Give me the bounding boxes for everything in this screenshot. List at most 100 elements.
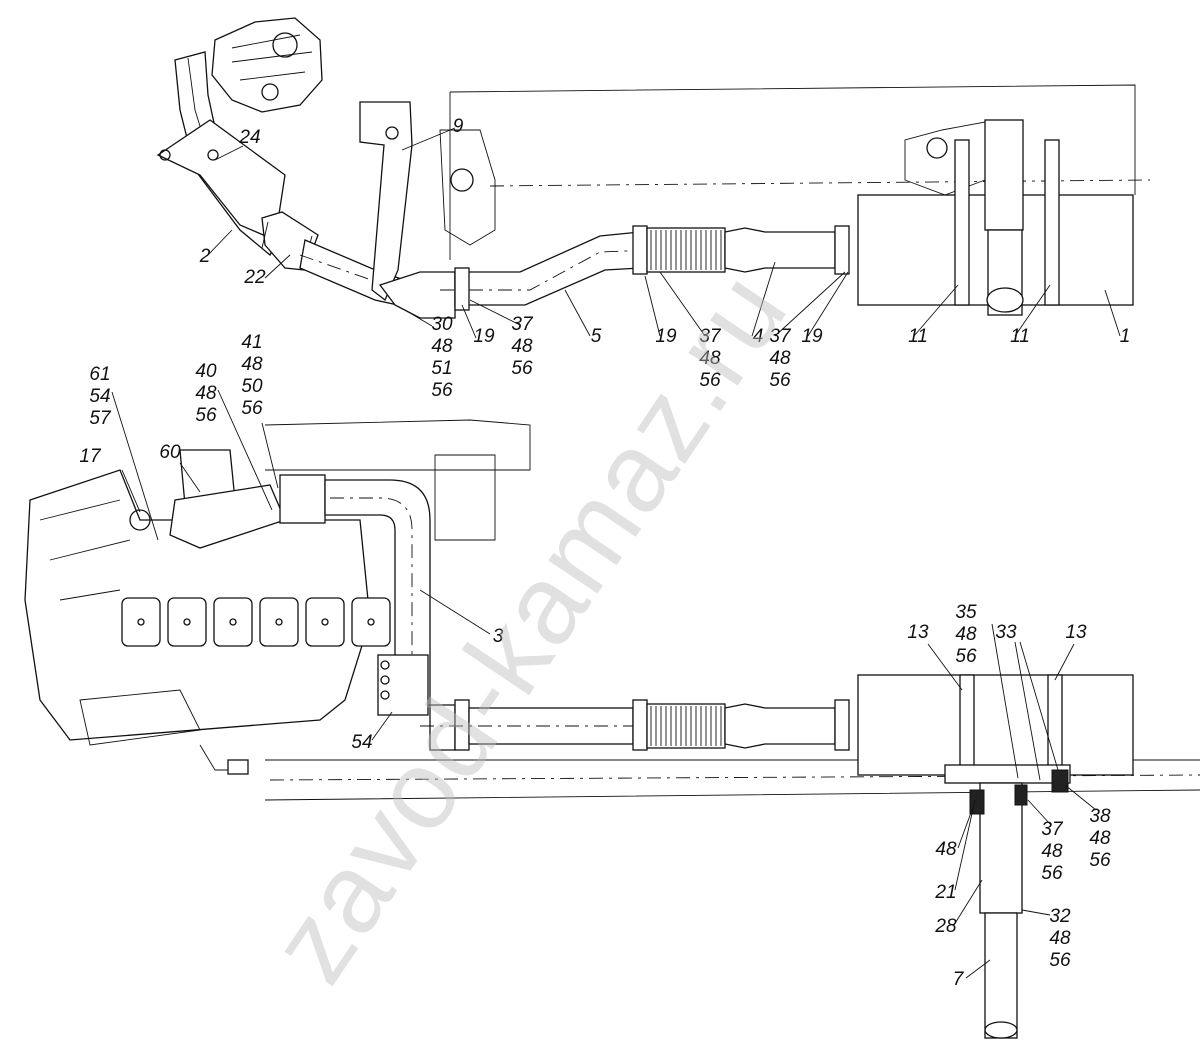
callout-line: 56 bbox=[241, 398, 263, 419]
callout-line: 37 bbox=[511, 314, 534, 335]
callout-line: 48 bbox=[1049, 928, 1071, 949]
muffler-lower bbox=[857, 674, 1134, 1039]
cylinder-bolt bbox=[229, 618, 237, 626]
callout-line: 21 bbox=[934, 882, 956, 903]
callout-c19b: 19 bbox=[655, 326, 677, 347]
leader-line bbox=[404, 309, 433, 327]
callout-line: 48 bbox=[241, 354, 263, 375]
callout-line: 9 bbox=[453, 116, 464, 137]
leader-line bbox=[371, 711, 393, 741]
leader-line bbox=[927, 643, 963, 691]
leader-line bbox=[965, 959, 991, 979]
leader-line bbox=[469, 299, 521, 326]
leader-line bbox=[264, 254, 291, 279]
callout-line: 48 bbox=[431, 336, 453, 357]
callout-line: 48 bbox=[955, 624, 977, 645]
callout-line: 48 bbox=[769, 348, 791, 369]
pipe-5 bbox=[440, 225, 651, 311]
callout-line: 54 bbox=[89, 386, 110, 407]
callout-line: 13 bbox=[1065, 622, 1087, 643]
callout-c17: 17 bbox=[79, 446, 102, 467]
callout-c7: 7 bbox=[953, 969, 965, 990]
callout-line: 24 bbox=[238, 127, 260, 148]
callout-line: 48 bbox=[935, 839, 957, 860]
leader-line bbox=[217, 389, 273, 511]
callout-c22: 22 bbox=[243, 267, 266, 288]
callout-line: 56 bbox=[769, 370, 791, 391]
callout-c13b: 13 bbox=[1065, 622, 1087, 643]
turbocharger bbox=[211, 17, 323, 113]
callout-line: 2 bbox=[199, 246, 211, 267]
callout-line: 56 bbox=[955, 646, 977, 667]
callout-line: 60 bbox=[159, 442, 181, 463]
cylinder-cover bbox=[259, 597, 299, 647]
callout-line: 48 bbox=[699, 348, 721, 369]
callout-c3: 3 bbox=[493, 626, 504, 647]
callout-c2: 2 bbox=[199, 246, 211, 267]
cylinder-bolt bbox=[183, 618, 191, 626]
callout-line: 61 bbox=[89, 364, 110, 385]
leader-line bbox=[121, 469, 141, 513]
callout-line: 56 bbox=[1041, 863, 1063, 884]
leader-line bbox=[1027, 799, 1051, 825]
leader-line bbox=[1021, 909, 1051, 916]
leader-line bbox=[1054, 643, 1075, 681]
callout-line: 19 bbox=[655, 326, 677, 347]
leader-line bbox=[991, 623, 1019, 779]
leader-line bbox=[111, 391, 159, 541]
leader-line bbox=[179, 462, 201, 493]
leader-line bbox=[659, 271, 706, 337]
callout-line: 56 bbox=[195, 405, 217, 426]
callout-c1: 1 bbox=[1120, 326, 1131, 347]
callout-line: 32 bbox=[1049, 906, 1071, 927]
leader-line bbox=[1019, 641, 1059, 771]
callout-line: 56 bbox=[431, 380, 453, 401]
leader-line bbox=[564, 289, 591, 337]
leader-line bbox=[214, 145, 244, 161]
callout-line: 11 bbox=[1010, 326, 1030, 347]
callout-line: 41 bbox=[241, 332, 262, 353]
callout-line: 19 bbox=[473, 326, 495, 347]
callout-c28: 28 bbox=[934, 916, 957, 937]
callout-c4: 4 bbox=[753, 326, 764, 347]
callout-line: 5 bbox=[591, 326, 602, 347]
cylinder-bolt bbox=[367, 618, 375, 626]
callout-line: 22 bbox=[243, 267, 266, 288]
leader-line bbox=[751, 261, 776, 337]
callout-line: 38 bbox=[1089, 806, 1111, 827]
callout-line: 30 bbox=[431, 314, 453, 335]
callout-line: 48 bbox=[511, 336, 533, 357]
callout-c11a: 11 bbox=[908, 326, 928, 347]
leader-line bbox=[644, 275, 661, 337]
callout-line: 1 bbox=[1120, 326, 1131, 347]
cylinder-cover bbox=[213, 597, 253, 647]
cylinder-bolt bbox=[321, 618, 329, 626]
leader-line bbox=[1014, 284, 1051, 337]
callout-line: 56 bbox=[1089, 850, 1111, 871]
callout-c19a: 19 bbox=[473, 326, 495, 347]
leader-line bbox=[206, 229, 233, 257]
callout-c54: 54 bbox=[351, 732, 372, 753]
elbow-30 bbox=[378, 271, 456, 319]
leader-line bbox=[953, 879, 983, 926]
leader-line bbox=[954, 799, 976, 891]
callout-line: 56 bbox=[699, 370, 721, 391]
callout-line: 48 bbox=[195, 383, 217, 404]
callout-line: 3 bbox=[493, 626, 504, 647]
turbo-lower bbox=[169, 449, 326, 549]
callout-line: 35 bbox=[955, 602, 977, 623]
muffler-top bbox=[857, 119, 1134, 316]
pipe-lower bbox=[420, 699, 850, 751]
callout-c5: 5 bbox=[591, 326, 602, 347]
leader-line bbox=[957, 809, 973, 849]
leader-lines bbox=[111, 127, 1121, 979]
